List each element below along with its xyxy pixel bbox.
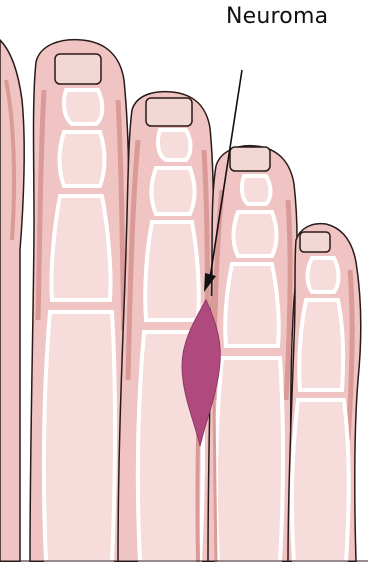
- neuroma-label: Neuroma: [226, 4, 328, 29]
- big-toe: [0, 40, 24, 562]
- second-toe: [30, 40, 130, 562]
- fifth-toe: [288, 224, 361, 562]
- toenail: [230, 147, 270, 171]
- toenail: [55, 54, 101, 84]
- toenail: [146, 98, 192, 126]
- toenail: [300, 232, 330, 252]
